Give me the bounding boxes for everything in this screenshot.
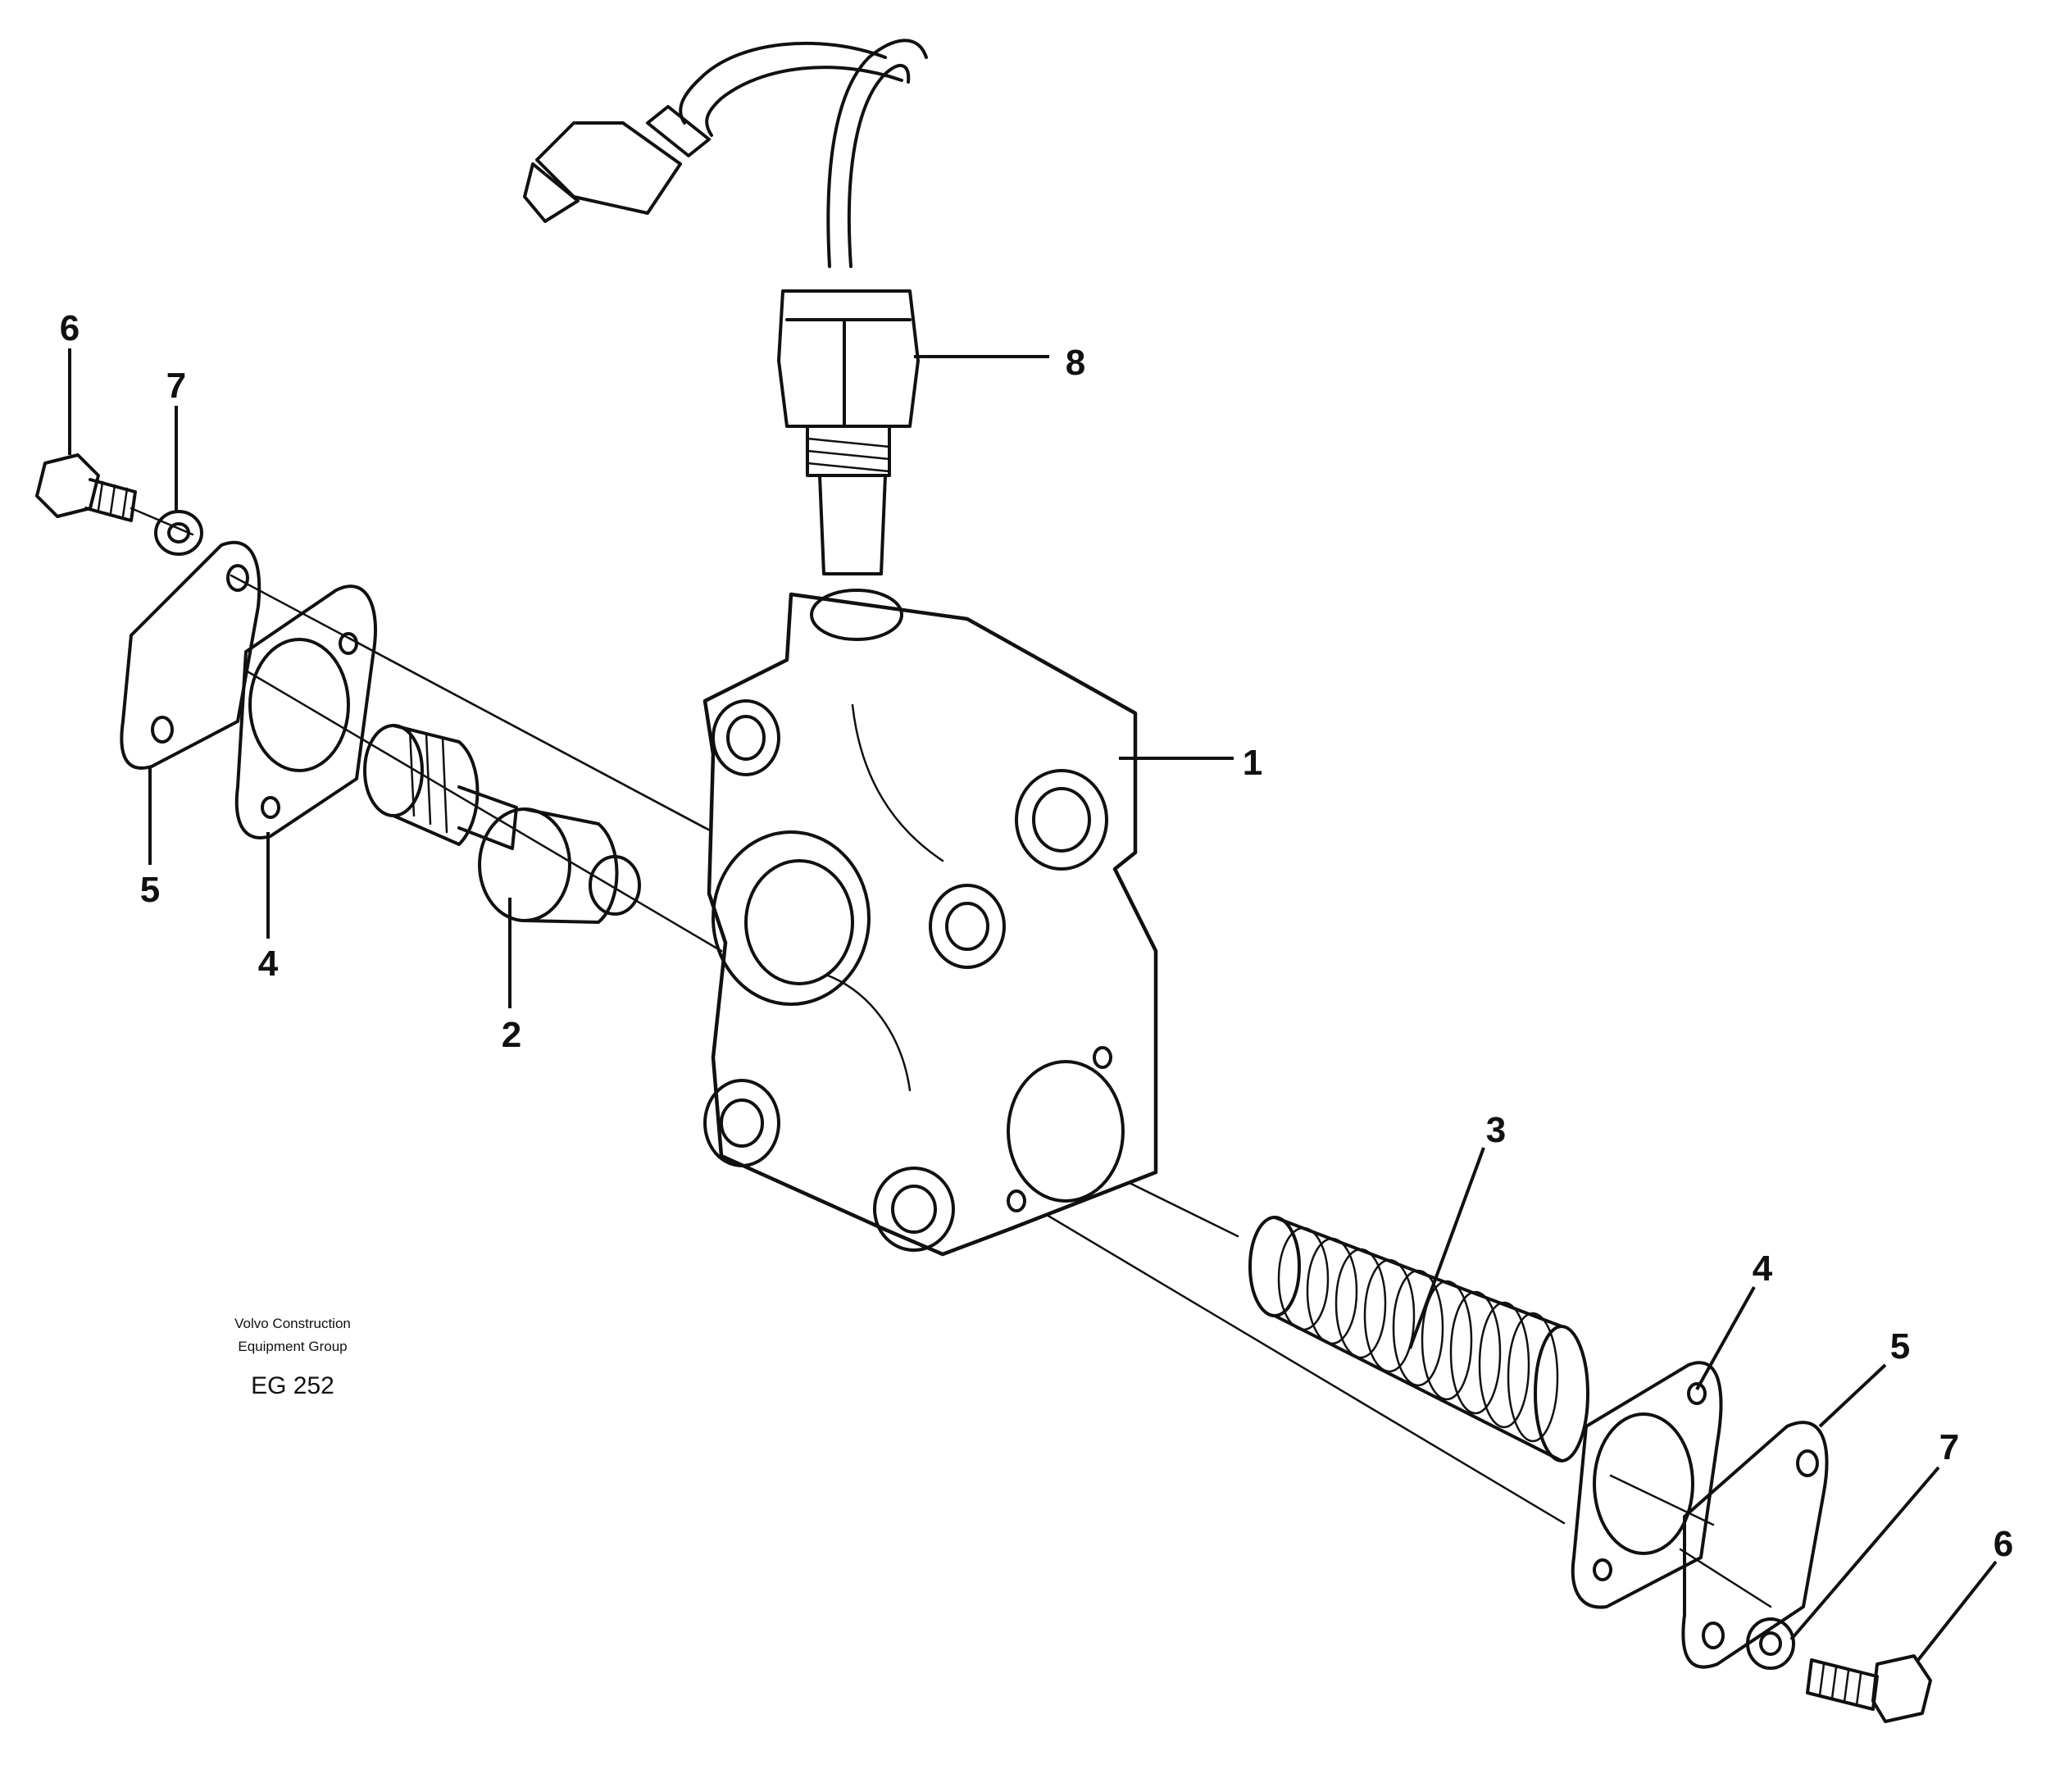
callout-8: 8 bbox=[1066, 343, 1085, 383]
right-washer bbox=[1746, 1617, 1795, 1670]
callout-7-left: 7 bbox=[166, 366, 186, 406]
credit-block: Volvo Construction Equipment Group EG 25… bbox=[234, 1316, 351, 1399]
left-cover bbox=[120, 540, 261, 770]
callout-5-left: 5 bbox=[140, 870, 160, 910]
credit-line-2: Equipment Group bbox=[238, 1339, 347, 1354]
callout-4-left: 4 bbox=[258, 944, 279, 984]
return-spring bbox=[1248, 1216, 1589, 1462]
right-bolt bbox=[1806, 1654, 1932, 1723]
callout-7-right: 7 bbox=[1939, 1427, 1959, 1467]
callout-1: 1 bbox=[1243, 743, 1262, 783]
valve-spool bbox=[363, 724, 641, 924]
assembly-axis-lines bbox=[130, 507, 1772, 1608]
left-gasket bbox=[234, 584, 377, 839]
callout-3: 3 bbox=[1486, 1110, 1506, 1150]
drawing-code: EG 252 bbox=[251, 1372, 334, 1399]
pressure-sensor bbox=[523, 39, 928, 575]
valve-housing bbox=[702, 589, 1158, 1257]
left-bolt bbox=[35, 453, 137, 522]
callout-2: 2 bbox=[502, 1015, 521, 1055]
right-cover bbox=[1681, 1421, 1829, 1669]
callout-labels: 1 2 3 4 4 5 5 6 6 7 7 8 bbox=[60, 308, 2013, 1564]
right-gasket bbox=[1571, 1361, 1723, 1609]
callout-6-right: 6 bbox=[1994, 1524, 2013, 1564]
credit-line-1: Volvo Construction bbox=[234, 1316, 351, 1331]
leader-lines bbox=[68, 348, 1998, 1662]
callout-6-left: 6 bbox=[60, 308, 80, 348]
callout-4-right: 4 bbox=[1753, 1248, 1773, 1289]
callout-5-right: 5 bbox=[1890, 1326, 1910, 1367]
left-washer bbox=[154, 510, 203, 556]
